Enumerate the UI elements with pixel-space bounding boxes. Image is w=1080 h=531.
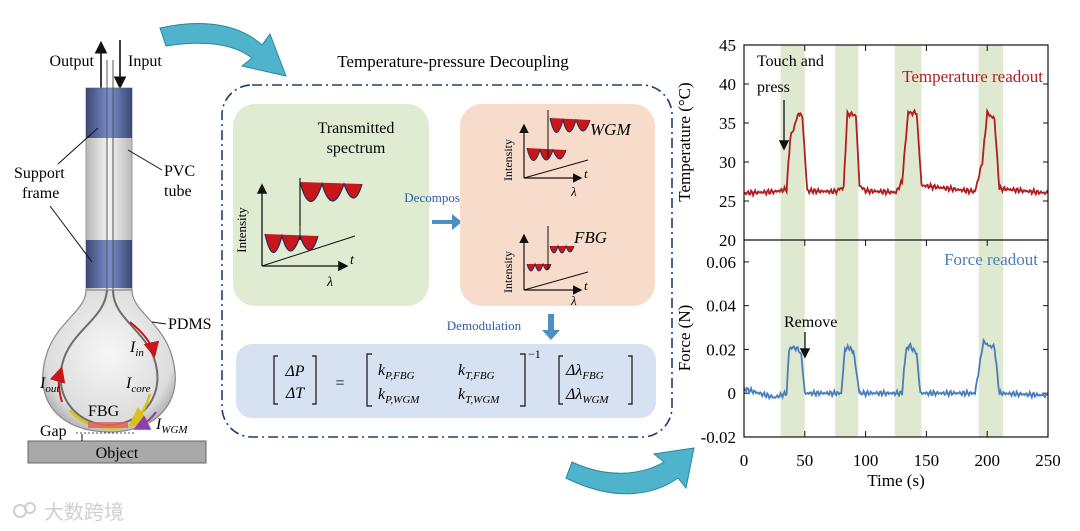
i-in-label: Iin bbox=[129, 339, 144, 359]
object-block bbox=[27, 440, 207, 464]
eq-m21: kP,WGM bbox=[378, 386, 420, 406]
temp-y-tick-label: 25 bbox=[719, 192, 736, 211]
force-y-axis-label: Force (N) bbox=[675, 305, 694, 372]
temperature-chart: 20 25 30 35 40 45 bbox=[719, 36, 1049, 250]
x-axis-label: Time (s) bbox=[867, 471, 924, 490]
watermark-text: 大数跨境 bbox=[44, 501, 124, 524]
temp-y-tick-label: 35 bbox=[719, 114, 736, 133]
decoupling-panel: Temperature-pressure Decoupling Transmit… bbox=[221, 52, 673, 438]
flow-arrow-top bbox=[159, 23, 287, 77]
equation-panel bbox=[236, 344, 656, 418]
temp-y-axis-label: Temperature (°C) bbox=[675, 82, 694, 201]
force-y-tick-label: 0.04 bbox=[706, 297, 736, 316]
decoupling-equation: ΔP ΔT = kP,FBG kT,FBG kP,WGM kT,WGM −1 Δ… bbox=[273, 347, 633, 407]
demodulation-arrow bbox=[542, 314, 560, 340]
force-press-band bbox=[894, 240, 922, 437]
wgm-label: WGM bbox=[590, 120, 631, 139]
separated-panel bbox=[460, 104, 655, 306]
output-label: Output bbox=[50, 53, 95, 70]
transmitted-label-line2: spectrum bbox=[327, 140, 386, 157]
eq-m12: kT,FBG bbox=[458, 362, 495, 382]
force-series-label: Force readout bbox=[944, 250, 1038, 269]
lambda-label-3: λ bbox=[570, 293, 577, 308]
x-tick-label: 0 bbox=[740, 451, 749, 470]
temp-y-tick-label: 40 bbox=[719, 75, 736, 94]
support-frame-bottom bbox=[86, 240, 132, 288]
transmitted-label-line1: Transmitted bbox=[318, 120, 395, 137]
intensity-label-3: Intensity bbox=[501, 251, 515, 293]
temp-annotation-line2: press bbox=[757, 79, 790, 96]
pvc-label-line1: PVC bbox=[164, 163, 195, 180]
watermark: 大数跨境 bbox=[13, 501, 124, 524]
support-label-line2: frame bbox=[22, 185, 59, 202]
force-y-tick-label: 0.06 bbox=[706, 253, 736, 272]
pdms-bulb bbox=[42, 289, 176, 433]
lambda-label-1: λ bbox=[326, 275, 333, 290]
t-label-1: t bbox=[350, 253, 355, 268]
force-press-band bbox=[978, 240, 1004, 437]
transmitted-spectrum-plot: Intensity λ t bbox=[234, 178, 363, 290]
eq-rhs-bottom: ΔλWGM bbox=[565, 386, 609, 406]
temp-annotation-line1: Touch and bbox=[757, 53, 824, 70]
force-y-tick-label: 0 bbox=[728, 384, 737, 403]
x-tick-label: 100 bbox=[853, 451, 879, 470]
lambda-label-2: λ bbox=[570, 184, 577, 199]
gap-label: Gap bbox=[40, 423, 67, 440]
chart-frame bbox=[743, 44, 1049, 438]
fbg-label: FBG bbox=[88, 403, 120, 420]
force-y-tick-label: -0.02 bbox=[701, 428, 736, 447]
demodulation-label: Demodulation bbox=[447, 318, 522, 333]
x-tick-label: 50 bbox=[796, 451, 813, 470]
force-annotation: Remove bbox=[784, 314, 837, 331]
force-press-band bbox=[780, 240, 805, 437]
force-press-band bbox=[835, 240, 859, 437]
fbg-panel-label: FBG bbox=[573, 228, 607, 247]
eq-m11: kP,FBG bbox=[378, 362, 415, 382]
transmitted-panel bbox=[233, 104, 429, 306]
support-label-line1: Support bbox=[14, 165, 65, 182]
eq-lhs-bottom: ΔT bbox=[285, 385, 305, 402]
decomposition-arrow bbox=[432, 214, 462, 230]
fbg-spectrum-plot: Intensity λ t FBG bbox=[501, 226, 607, 308]
force-y-tick-label: 0.02 bbox=[706, 340, 736, 359]
temp-press-band bbox=[894, 45, 922, 240]
t-label-3: t bbox=[584, 278, 588, 293]
x-tick-label: 200 bbox=[974, 451, 1000, 470]
temp-press-band bbox=[978, 45, 1004, 240]
eq-lhs-top: ΔP bbox=[284, 363, 304, 380]
i-wgm-label: IWGM bbox=[155, 416, 188, 436]
decoupling-title: Temperature-pressure Decoupling bbox=[337, 52, 569, 71]
eq-equals: = bbox=[335, 375, 344, 392]
intensity-label-2: Intensity bbox=[501, 139, 515, 181]
x-tick-label: 250 bbox=[1035, 451, 1061, 470]
temp-series-label: Temperature readout bbox=[902, 67, 1043, 86]
temp-series-line bbox=[743, 107, 1049, 199]
support-frame-top bbox=[86, 88, 132, 138]
x-tick-label: 150 bbox=[914, 451, 940, 470]
pvc-label-line2: tube bbox=[164, 183, 192, 200]
decoupling-frame bbox=[221, 84, 673, 438]
temp-y-tick-label: 20 bbox=[719, 231, 736, 250]
sensor-illustration: Output Input Object Support frame PVC tu… bbox=[14, 40, 212, 464]
eq-inverse: −1 bbox=[528, 347, 541, 361]
t-label-2: t bbox=[584, 166, 588, 181]
input-label: Input bbox=[128, 53, 162, 70]
i-out-label: Iout bbox=[39, 375, 60, 395]
temp-y-tick-label: 30 bbox=[719, 153, 736, 172]
pdms-label: PDMS bbox=[168, 316, 212, 333]
i-core-label: Icore bbox=[125, 375, 151, 395]
intensity-label-1: Intensity bbox=[234, 207, 249, 253]
object-label: Object bbox=[96, 445, 139, 462]
temp-y-tick-label: 45 bbox=[719, 36, 736, 55]
eq-rhs-top: ΔλFBG bbox=[565, 362, 604, 382]
flow-arrow-bottom bbox=[565, 447, 695, 495]
eq-m22: kT,WGM bbox=[458, 386, 500, 406]
force-series-line bbox=[743, 337, 1049, 401]
wgm-spectrum-plot: Intensity λ t WGM bbox=[501, 110, 631, 199]
